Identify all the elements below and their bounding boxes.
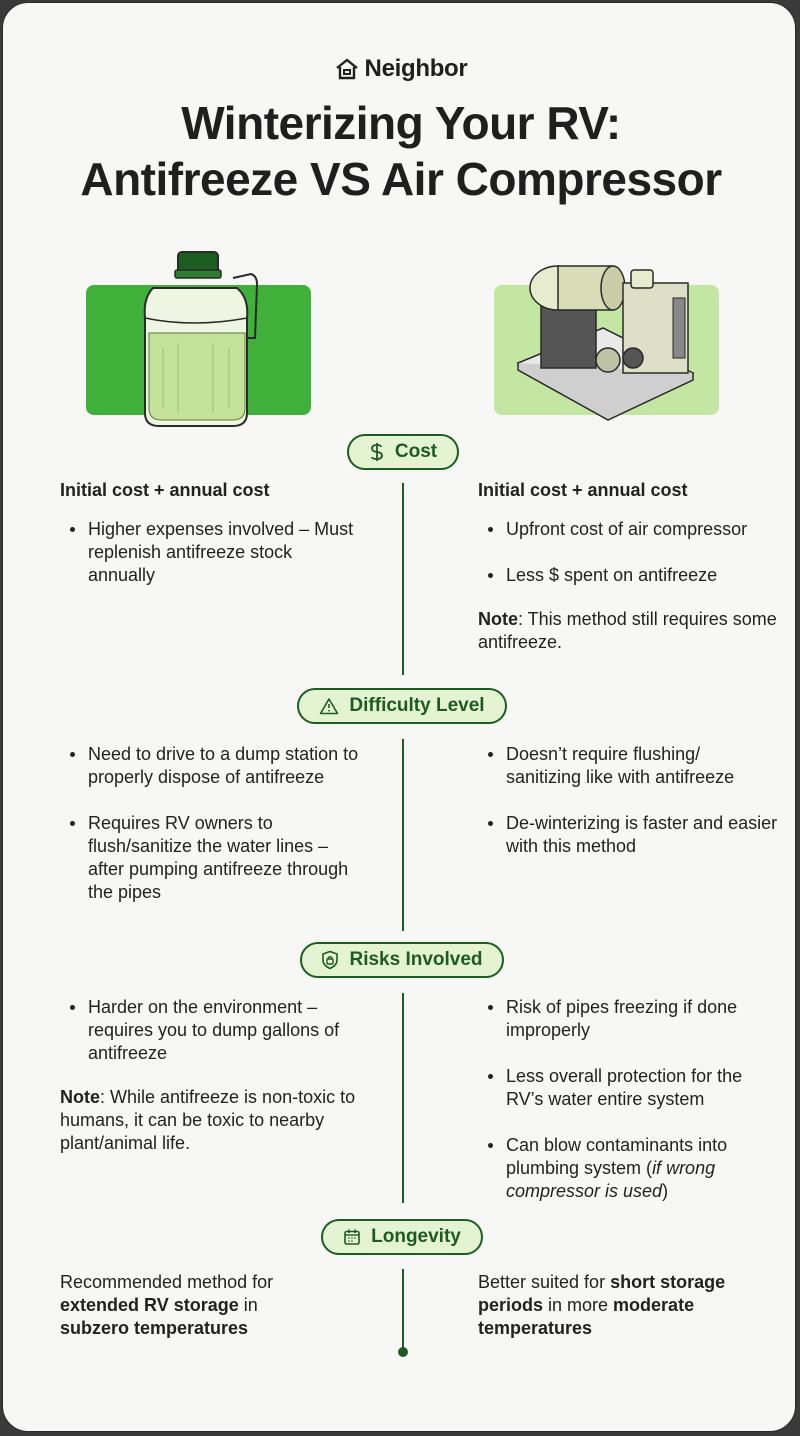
cost-left-column: Initial cost + annual cost Higher expens… [60,479,360,610]
longevity-text: in [238,1295,258,1315]
title-line-2: Antifreeze VS Air Compressor [80,153,722,205]
cost-left-heading: Initial cost + annual cost [60,480,270,500]
list-item: Can blow contaminants into plumbing syst… [478,1134,778,1203]
list-item: Need to drive to a dump station to prope… [60,743,360,789]
connector-line [402,739,404,931]
list-item: Requires RV owners to flush/sanitize the… [60,812,360,904]
section-pill-longevity: Longevity [321,1219,483,1255]
note-label: Note [60,1087,100,1107]
section-label: Risks Involved [349,949,483,970]
longevity-emphasis: subzero temperatures [60,1318,249,1338]
longevity-emphasis: extended RV storage [60,1295,239,1315]
note-text: : While antifreeze is non-toxic to human… [60,1087,356,1153]
shield-lock-icon [321,950,339,970]
longevity-left-column: Recommended method for extended RV stora… [60,1271,320,1340]
item-emphasis: if wrong compressor is used [506,1158,716,1201]
timeline-end-dot [398,1347,408,1357]
list-item: Doesn’t require flushing/ sanitizing lik… [478,743,778,789]
house-icon [335,57,359,81]
note-label: Note [478,609,518,629]
risks-right-column: Risk of pipes freezing if done improperl… [478,996,778,1226]
list-item: Less $ spent on antifreeze [478,564,778,587]
warning-icon [319,697,339,715]
list-item: Risk of pipes freezing if done improperl… [478,996,778,1042]
cost-note: Note: This method still requires some an… [478,608,778,654]
longevity-right-column: Better suited for short storage periods … [478,1271,768,1340]
section-pill-cost: Cost [347,434,459,470]
brand-header: Neighbor [3,53,799,85]
list-item: Higher expenses involved – Must replenis… [60,518,360,587]
connector-line [402,1269,404,1351]
longevity-text: in more [543,1295,614,1315]
cost-right-heading: Initial cost + annual cost [478,480,688,500]
air-compressor-icon [516,265,695,421]
title-line-1: Winterizing Your RV: [181,97,621,149]
item-text: ) [662,1181,669,1201]
page-title: Winterizing Your RV: Antifreeze VS Air C… [3,95,799,207]
section-label: Longevity [371,1226,461,1247]
list-item: De-winterizing is faster and easier with… [478,812,778,858]
section-pill-difficulty: Difficulty Level [297,688,507,724]
longevity-text: Better suited for [478,1272,611,1292]
longevity-emphasis: short storage periods [478,1272,726,1315]
longevity-emphasis: moderate temperatures [478,1295,695,1338]
section-label: Cost [394,441,438,462]
section-label: Difficulty Level [349,695,485,716]
cost-right-column: Initial cost + annual cost Upfront cost … [478,479,778,654]
longevity-text: Recommended method for [60,1272,274,1292]
difficulty-left-column: Need to drive to a dump station to prope… [60,743,360,927]
list-item: Upfront cost of air compressor [478,518,778,541]
list-item: Less overall protection for the RV’s wat… [478,1065,778,1111]
dollar-icon [369,442,385,462]
brand-name: Neighbor [364,55,468,82]
risks-left-column: Harder on the environment –requires you … [60,996,360,1155]
antifreeze-jug-icon [143,251,259,427]
item-text: Can blow contaminants into plumbing syst… [506,1135,728,1178]
risks-note: Note: While antifreeze is non-toxic to h… [60,1086,360,1155]
connector-line [402,993,404,1203]
connector-line [402,483,404,675]
calendar-icon [343,1228,361,1246]
difficulty-right-column: Doesn’t require flushing/ sanitizing lik… [478,743,778,881]
section-pill-risks: Risks Involved [300,942,504,978]
list-item: Harder on the environment –requires you … [60,996,360,1065]
note-text: : This method still requires some antifr… [478,609,777,652]
